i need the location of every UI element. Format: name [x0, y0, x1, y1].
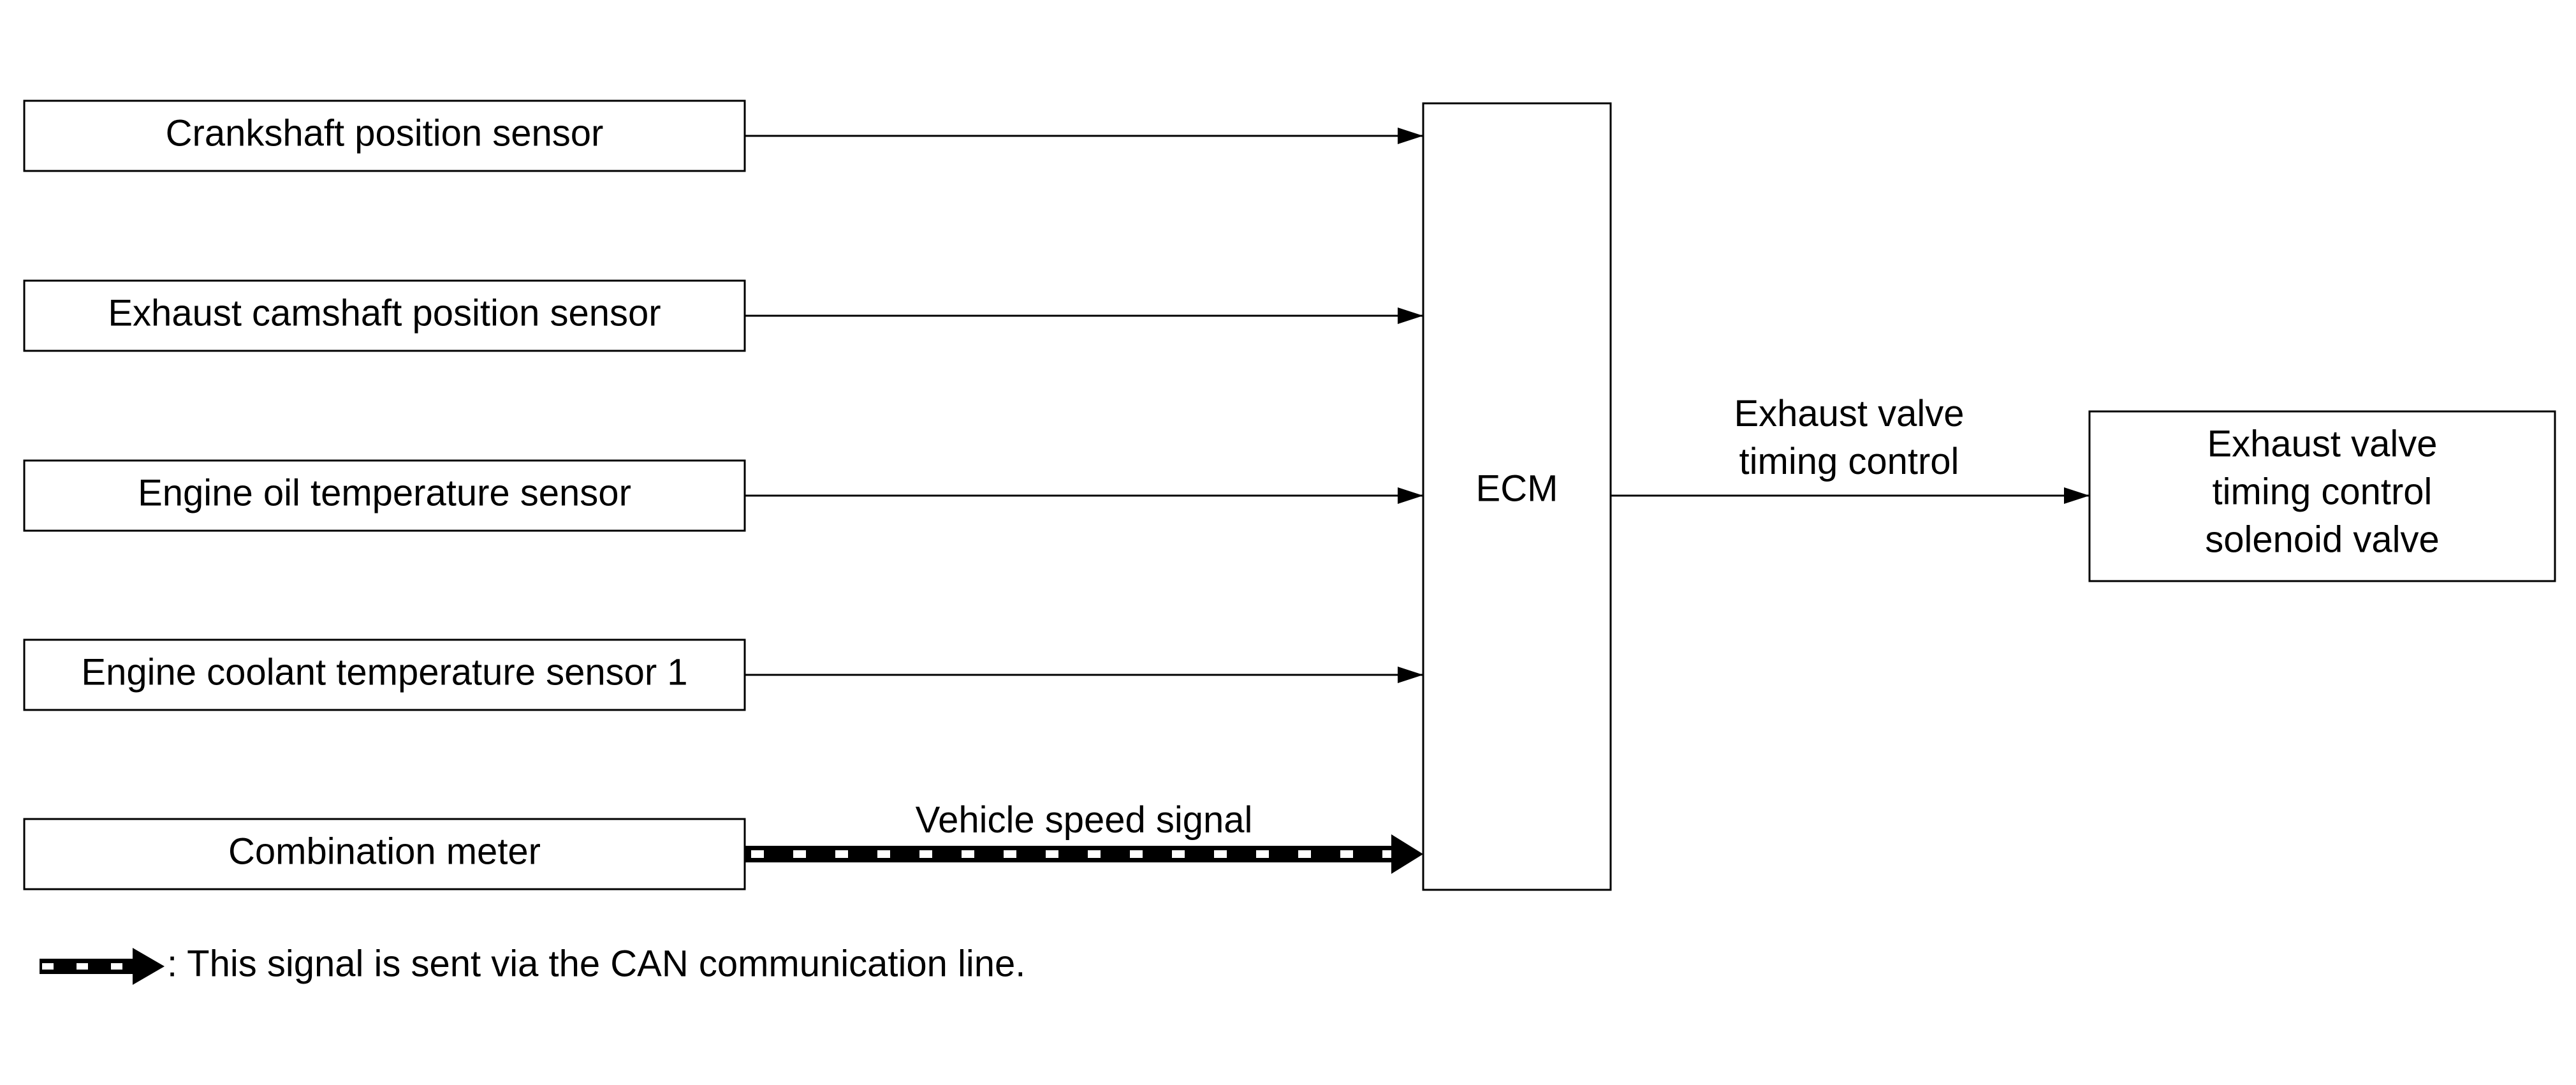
- input-combination-meter: Combination meter: [23, 818, 746, 890]
- input-exhaust-camshaft-sensor-label: Exhaust camshaft position sensor: [108, 292, 661, 334]
- input-engine-oil-temp-sensor-label: Engine oil temperature sensor: [138, 472, 631, 513]
- output-device-line1: Exhaust valve: [2207, 423, 2437, 464]
- input-combination-meter-label: Combination meter: [228, 830, 541, 872]
- arrowhead-exhaust-camshaft: [1398, 307, 1423, 324]
- can-arrow-combination-meter-to-ecm: [745, 834, 1423, 874]
- ecm-block: ECM: [1422, 102, 1612, 891]
- input-crankshaft-sensor-label: Crankshaft position sensor: [166, 112, 604, 154]
- output-solenoid-valve: Exhaust valve timing control solenoid va…: [2088, 410, 2556, 582]
- legend-can-arrow-icon: [40, 948, 165, 985]
- input-engine-coolant-temp-sensor-label: Engine coolant temperature sensor 1: [81, 651, 687, 693]
- output-signal-label-line1: Exhaust valve: [1734, 393, 1964, 434]
- legend-text: : This signal is sent via the CAN commun…: [167, 943, 1025, 984]
- can-signal-label: Vehicle speed signal: [916, 799, 1253, 841]
- arrowhead-engine-coolant-temp: [1398, 667, 1423, 683]
- arrowhead-engine-oil-temp: [1398, 487, 1423, 504]
- output-signal-label-line2: timing control: [1739, 441, 1959, 482]
- legend: : This signal is sent via the CAN commun…: [40, 943, 1025, 985]
- arrowhead-ecm-to-solenoid: [2064, 487, 2089, 504]
- output-device-line3: solenoid valve: [2205, 519, 2440, 560]
- input-engine-oil-temp-sensor: Engine oil temperature sensor: [23, 459, 746, 532]
- output-device-line2: timing control: [2213, 471, 2433, 512]
- input-exhaust-camshaft-sensor: Exhaust camshaft position sensor: [23, 279, 746, 352]
- arrowhead-crankshaft: [1398, 128, 1423, 144]
- input-crankshaft-sensor: Crankshaft position sensor: [23, 100, 746, 172]
- ecm-label: ECM: [1476, 468, 1558, 509]
- input-engine-coolant-temp-sensor: Engine coolant temperature sensor 1: [23, 638, 746, 711]
